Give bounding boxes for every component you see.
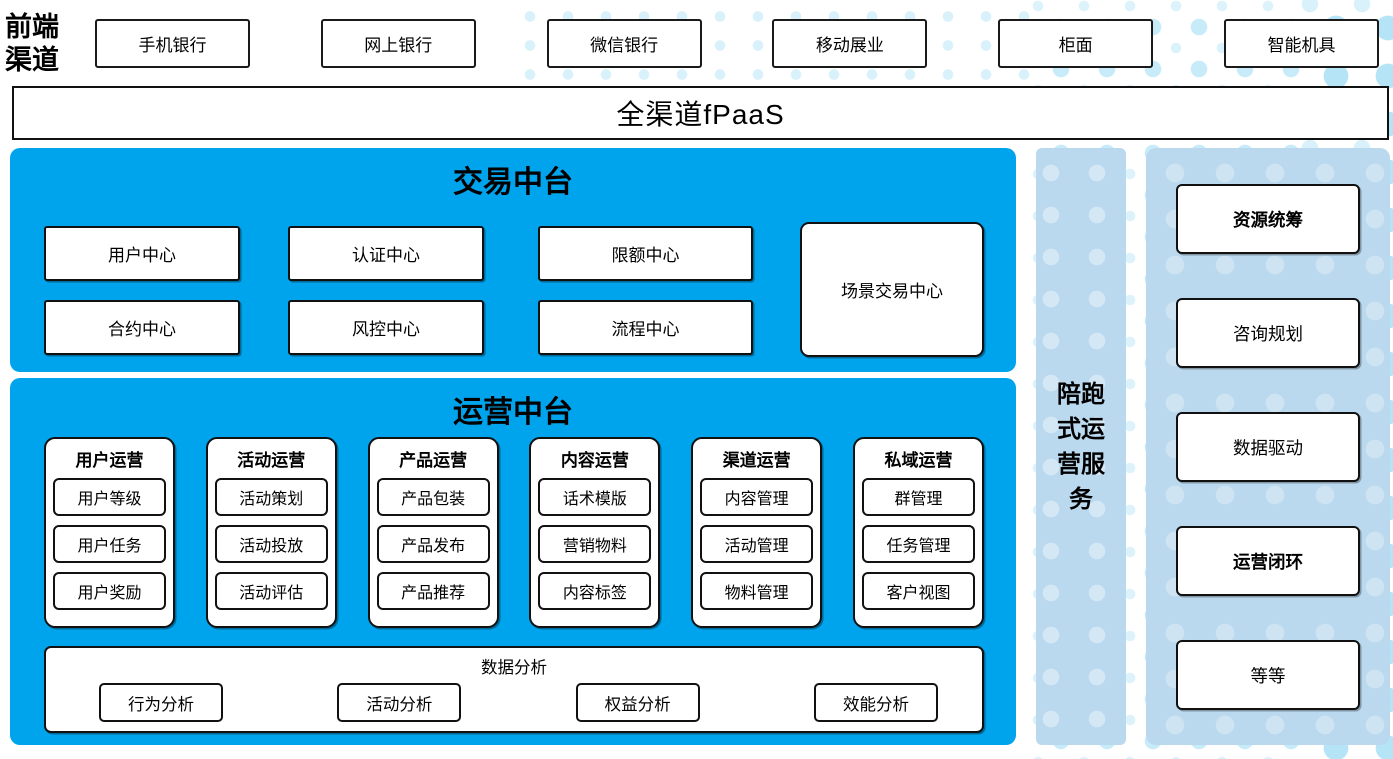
op-column-private-domain-ops: 私域运营 群管理 任务管理 客户视图: [852, 437, 984, 628]
op-column-title: 私域运营: [884, 451, 953, 470]
service-box-operations-loop: 运营闭环: [1176, 526, 1360, 596]
op-column-product-ops: 产品运营 产品包装 产品发布 产品推荐: [367, 437, 499, 628]
companion-operations-service-bar: 陪跑式运营服务: [1036, 148, 1126, 745]
op-column-activity-ops: 活动运营 活动策划 活动投放 活动评估: [205, 437, 337, 628]
channel-box-online-banking: 网上银行: [320, 19, 476, 68]
op-item: 任务管理: [861, 525, 975, 563]
op-item: 内容管理: [700, 478, 814, 516]
op-item: 活动评估: [214, 572, 328, 610]
operations-columns: 用户运营 用户等级 用户任务 用户奖励 活动运营 活动策划 活动投放 活动评估 …: [44, 437, 984, 628]
data-analysis-title: 数据分析: [481, 659, 547, 677]
op-column-title: 内容运营: [560, 451, 629, 470]
service-box-data-driven: 数据驱动: [1176, 412, 1360, 482]
front-channels-row: 手机银行 网上银行 微信银行 移动展业 柜面 智能机具: [95, 19, 1379, 68]
op-item: 用户奖励: [53, 572, 166, 610]
op-item: 客户视图: [861, 572, 975, 610]
op-column-user-ops: 用户运营 用户等级 用户任务 用户奖励: [44, 437, 175, 628]
op-item: 用户任务: [53, 525, 166, 563]
service-box-consulting-planning: 咨询规划: [1176, 298, 1360, 368]
op-item: 营销物料: [538, 525, 652, 563]
op-item: 内容标签: [538, 572, 652, 610]
operations-platform-panel: 运营中台 用户运营 用户等级 用户任务 用户奖励 活动运营 活动策划 活动投放 …: [10, 378, 1016, 745]
center-box-risk: 风控中心: [288, 300, 484, 355]
center-box-process: 流程中心: [538, 300, 753, 355]
center-box-user: 用户中心: [44, 226, 240, 281]
service-box-resource-coordination: 资源统筹: [1176, 184, 1360, 254]
omnichannel-fpaas-bar: 全渠道fPaaS: [12, 86, 1389, 140]
data-analysis-items: 行为分析 活动分析 权益分析 效能分析: [46, 683, 982, 722]
analysis-box-behavior: 行为分析: [99, 683, 223, 722]
trading-platform-panel: 交易中台 用户中心 认证中心 限额中心 合约中心 风控中心 流程中心 场景交易中…: [10, 148, 1016, 372]
op-item: 活动策划: [214, 478, 328, 516]
trading-platform-title: 交易中台: [453, 166, 573, 199]
analysis-box-efficiency: 效能分析: [813, 683, 938, 722]
op-item: 产品发布: [376, 525, 490, 563]
op-column-title: 产品运营: [399, 451, 468, 470]
op-column-title: 渠道运营: [722, 451, 791, 470]
channel-box-smart-devices: 智能机具: [1223, 19, 1379, 68]
analysis-box-activity: 活动分析: [337, 683, 462, 722]
channel-box-wechat-banking: 微信银行: [546, 19, 702, 68]
center-box-limit: 限额中心: [538, 226, 753, 281]
op-item: 活动投放: [214, 525, 328, 563]
op-item: 活动管理: [700, 525, 814, 563]
channel-box-counter: 柜面: [998, 19, 1154, 68]
op-item: 物料管理: [700, 572, 814, 610]
center-box-auth: 认证中心: [288, 226, 484, 281]
op-column-channel-ops: 渠道运营 内容管理 活动管理 物料管理: [691, 437, 823, 628]
op-item: 产品包装: [376, 478, 490, 516]
front-channels-label: 前端渠道: [5, 12, 59, 75]
companion-operations-service-label: 陪跑式运营服务: [1057, 380, 1105, 513]
op-column-content-ops: 内容运营 话术模版 营销物料 内容标签: [529, 437, 661, 628]
service-box-etc: 等等: [1176, 640, 1360, 710]
center-box-contract: 合约中心: [44, 300, 240, 355]
op-item: 产品推荐: [376, 572, 490, 610]
channel-box-mobile-sales: 移动展业: [772, 19, 928, 68]
operations-platform-title: 运营中台: [453, 396, 573, 429]
op-column-title: 活动运营: [237, 451, 306, 470]
channel-box-mobile-banking: 手机银行: [95, 19, 250, 68]
op-item: 群管理: [861, 478, 975, 516]
analysis-box-rights: 权益分析: [575, 683, 700, 722]
op-column-title: 用户运营: [75, 451, 144, 470]
service-items-panel: 资源统筹 咨询规划 数据驱动 运营闭环 等等: [1146, 148, 1390, 745]
data-analysis-panel: 数据分析 行为分析 活动分析 权益分析 效能分析: [44, 646, 984, 733]
op-item: 用户等级: [53, 478, 166, 516]
op-item: 话术模版: [538, 478, 652, 516]
scene-trading-center-box: 场景交易中心: [800, 222, 984, 357]
